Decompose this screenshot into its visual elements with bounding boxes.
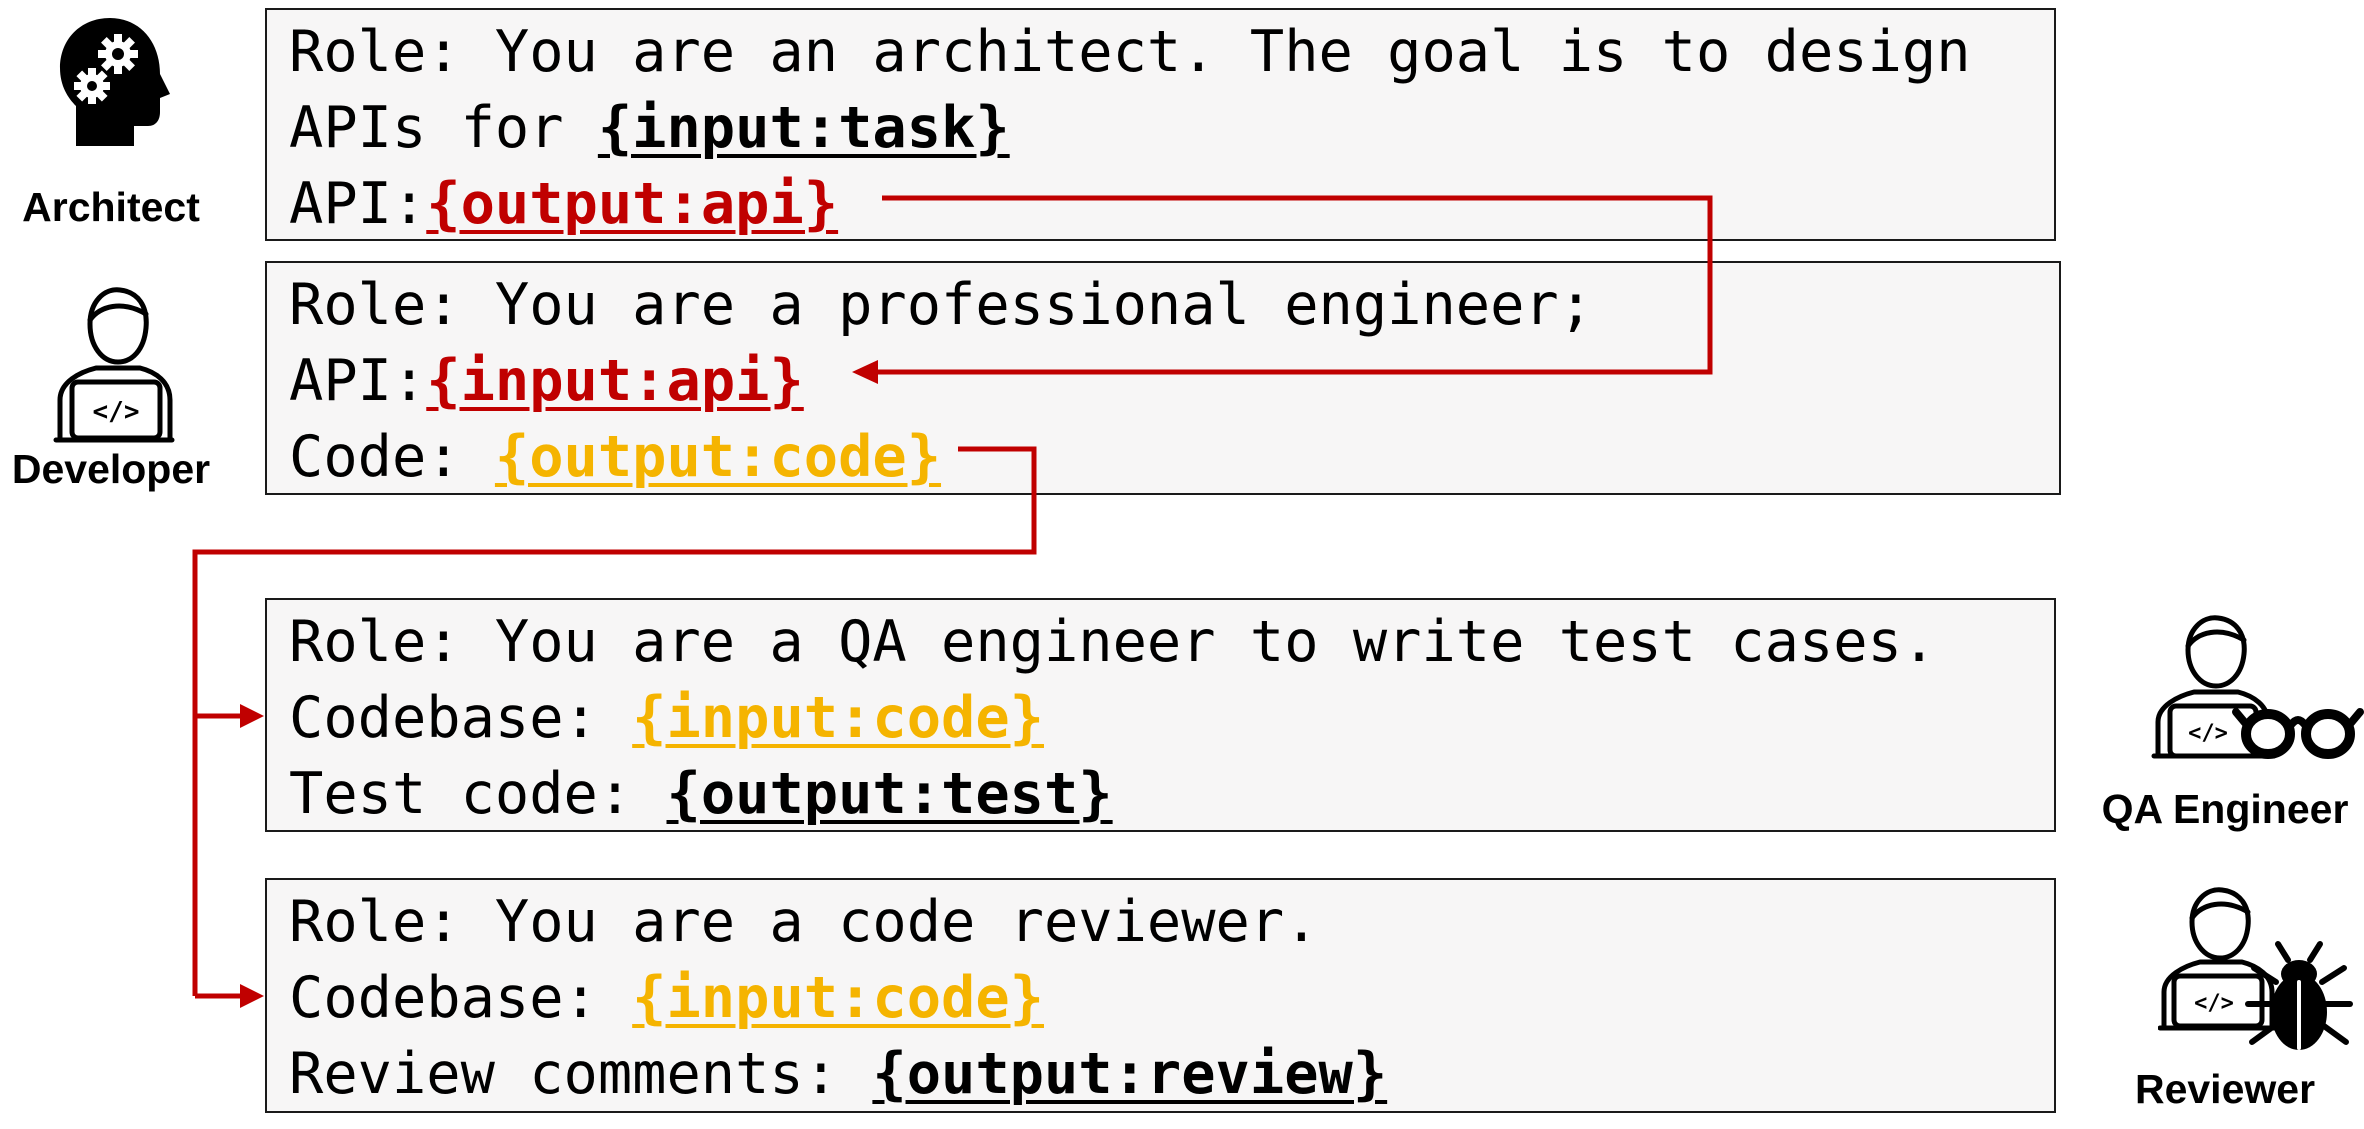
- architect-role-line: Role: You are an architect. The goal is …: [289, 19, 1971, 85]
- architect-prompt-box: Role: You are an architect. The goal is …: [265, 8, 2056, 241]
- qa-engineer-label: QA Engineer: [2101, 786, 2349, 832]
- qa-input-code-placeholder: {input:code}: [632, 685, 1044, 751]
- output-api-placeholder: {output:api}: [426, 171, 839, 237]
- qa-role-line: Role: You are a QA engineer to write tes…: [289, 609, 1937, 675]
- reviewer-comments-prefix: Review comments:: [289, 1041, 873, 1107]
- svg-text:</>: </>: [93, 397, 140, 427]
- developer-role-line: Role: You are a professional engineer;: [289, 272, 1594, 338]
- svg-text:</>: </>: [2188, 721, 2228, 746]
- reviewer-input-code-placeholder: {input:code}: [632, 965, 1044, 1031]
- developer-api-prefix: API:: [289, 348, 427, 414]
- architect-api-prefix: API:: [289, 171, 427, 237]
- head-gears-icon: [52, 14, 172, 149]
- qa-test-prefix: Test code:: [289, 761, 667, 827]
- svg-text:</>: </>: [2194, 991, 2234, 1016]
- output-code-placeholder: {output:code}: [494, 424, 942, 490]
- output-test-placeholder: {output:test}: [666, 761, 1113, 827]
- reviewer-codebase-line: Codebase: {input:code}: [289, 960, 2054, 1036]
- output-review-placeholder: {output:review}: [872, 1041, 1388, 1107]
- person-laptop-icon: </>: [46, 278, 178, 446]
- qa-prompt-box: Role: You are a QA engineer to write tes…: [265, 598, 2056, 832]
- input-task-placeholder: {input:task}: [597, 95, 1010, 161]
- architect-task-line: APIs for {input:task}: [289, 90, 2054, 166]
- architect-api-line: API:{output:api}: [289, 166, 2054, 242]
- architect-task-prefix: APIs for: [289, 95, 598, 161]
- reviewer-codebase-prefix: Codebase:: [289, 965, 633, 1031]
- reviewer-role-line: Role: You are a code reviewer.: [289, 889, 1319, 955]
- developer-prompt-box: Role: You are a professional engineer; A…: [265, 261, 2061, 495]
- input-api-placeholder: {input:api}: [426, 348, 804, 414]
- reviewer-comments-line: Review comments: {output:review}: [289, 1036, 2054, 1112]
- architect-label: Architect: [22, 184, 200, 230]
- developer-code-prefix: Code:: [289, 424, 495, 490]
- reviewer-label: Reviewer: [2134, 1066, 2316, 1112]
- reviewer-prompt-box: Role: You are a code reviewer. Codebase:…: [265, 878, 2056, 1113]
- qa-codebase-line: Codebase: {input:code}: [289, 680, 2054, 756]
- developer-code-line: Code: {output:code}: [289, 419, 2059, 495]
- reviewer-arrowhead: [240, 984, 264, 1008]
- developer-label: Developer: [11, 446, 211, 492]
- qa-codebase-prefix: Codebase:: [289, 685, 633, 751]
- qa-test-line: Test code: {output:test}: [289, 756, 2054, 832]
- person-laptop-bug-icon: </>: [2157, 886, 2358, 1054]
- person-laptop-glasses-icon: </>: [2150, 612, 2364, 762]
- qa-arrowhead: [240, 704, 264, 728]
- developer-api-line: API:{input:api}: [289, 343, 2059, 419]
